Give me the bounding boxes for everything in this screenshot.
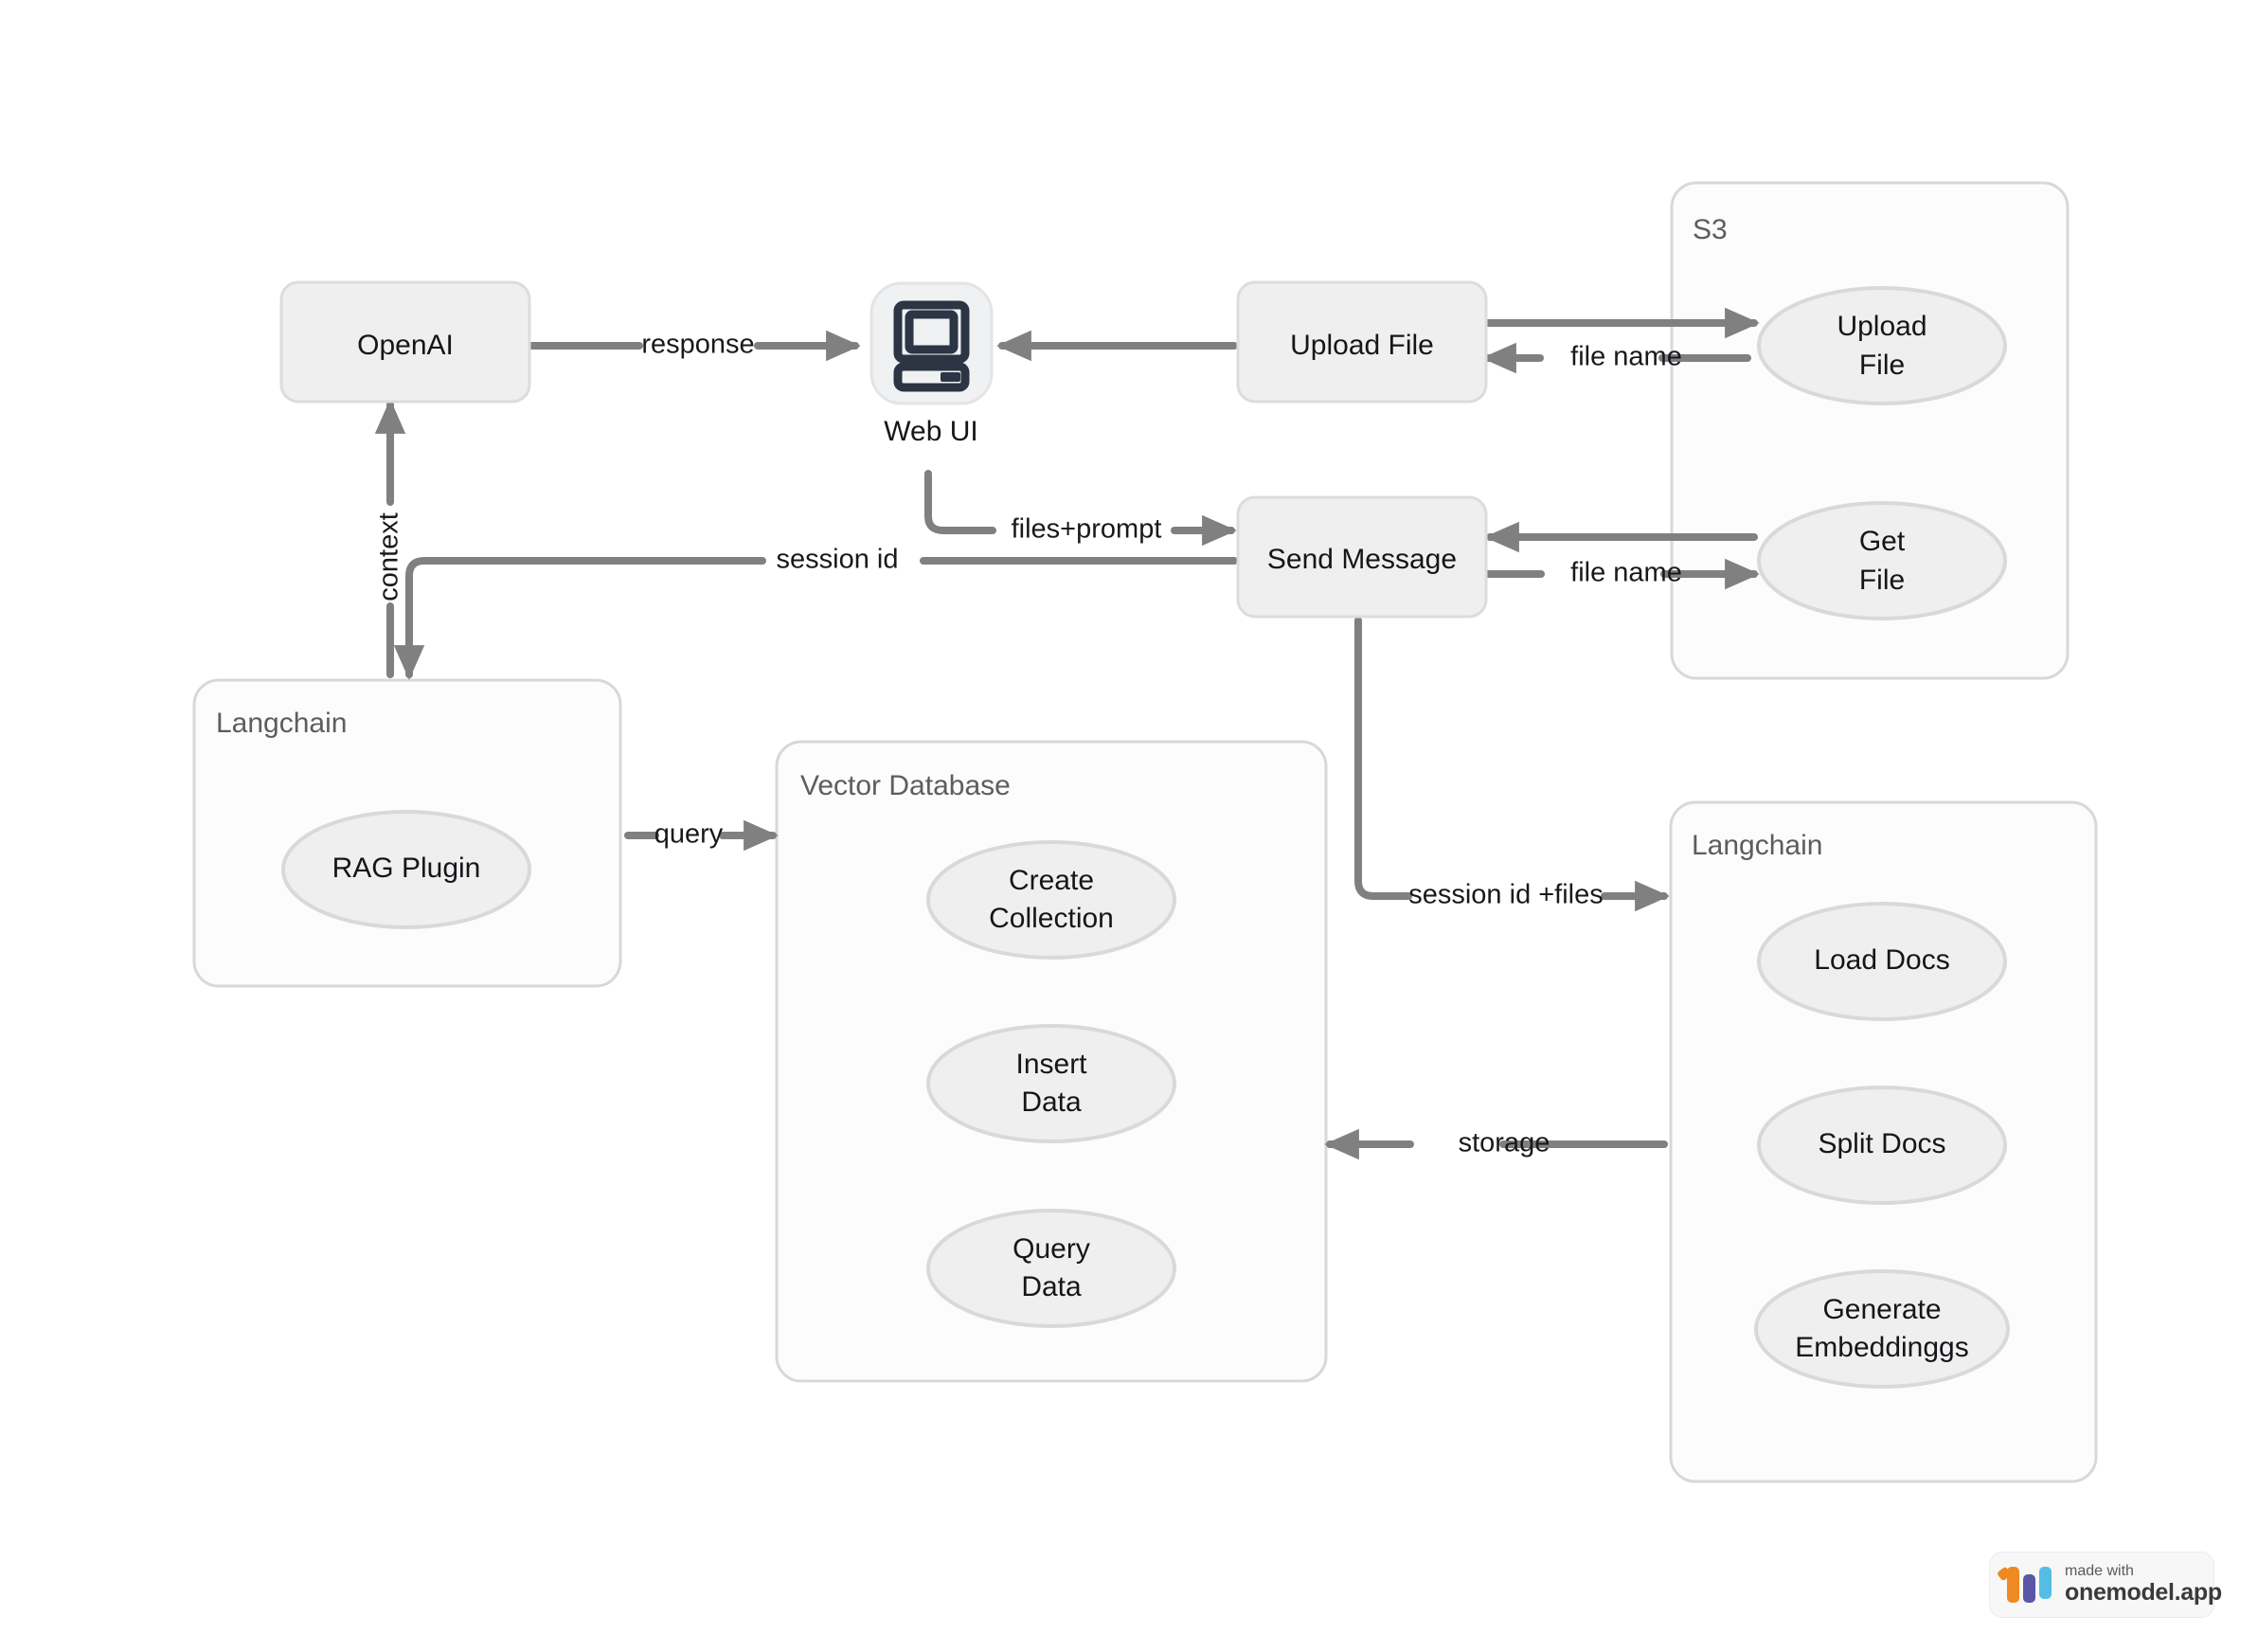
edge-filename-get: file name	[1483, 558, 1760, 590]
node-generate-embeddings-ellipse	[1754, 1269, 2010, 1389]
group-vector-database-label: Vector Database	[800, 770, 1011, 801]
node-generate-embeddings-label-line1: Generate	[1822, 1294, 1941, 1325]
node-query-data-label-line2: Data	[1021, 1271, 1082, 1302]
node-query-data[interactable]: Query Data	[926, 1209, 1176, 1328]
node-split-docs-label: Split Docs	[1818, 1128, 1945, 1159]
node-web-ui-label: Web UI	[884, 416, 977, 447]
node-upload-file[interactable]: Upload File	[1236, 280, 1488, 404]
edge-context: context	[374, 399, 406, 678]
node-query-data-label-line1: Query	[1013, 1233, 1090, 1265]
group-langchain-right-label: Langchain	[1692, 830, 1822, 861]
node-upload-file-label: Upload File	[1290, 330, 1434, 361]
edge-response: response	[527, 330, 861, 362]
node-rag-plugin-ellipse	[281, 810, 531, 929]
node-s3-get-file-label-line1: Get	[1859, 526, 1906, 557]
node-send-message[interactable]: Send Message	[1236, 495, 1488, 619]
node-generate-embeddings-label-line2: Embeddinggs	[1795, 1332, 1968, 1363]
edge-session-id-label: session id	[777, 545, 899, 575]
logo-bar-purple	[2023, 1574, 2035, 1603]
node-send-message-label: Send Message	[1267, 544, 1457, 575]
node-openai-rect	[279, 280, 531, 404]
group-s3-label: S3	[1693, 214, 1728, 245]
node-split-docs[interactable]: Split Docs	[1757, 1086, 2007, 1205]
edge-files-prompt-label: files+prompt	[1012, 514, 1162, 545]
edge-context-label: context	[374, 512, 404, 602]
node-create-collection-label-line2: Collection	[989, 903, 1114, 934]
edge-session-id: session id	[393, 545, 1238, 680]
node-openai[interactable]: OpenAI	[279, 280, 531, 404]
node-query-data-ellipse	[926, 1209, 1176, 1328]
node-send-message-rect	[1236, 495, 1488, 619]
node-insert-data[interactable]: Insert Data	[926, 1024, 1176, 1143]
node-rag-plugin-label: RAG Plugin	[332, 853, 481, 884]
node-generate-embeddings[interactable]: Generate Embeddinggs	[1754, 1269, 2010, 1389]
node-s3-get-file-label-line2: File	[1859, 565, 1905, 596]
edge-storage: storage	[1324, 1128, 1668, 1160]
node-create-collection-ellipse	[926, 840, 1176, 960]
node-load-docs[interactable]: Load Docs	[1757, 902, 2007, 1021]
node-insert-data-ellipse	[926, 1024, 1176, 1143]
edge-filename-upload: file name	[1481, 342, 1751, 374]
edge-session-id-elbow	[405, 557, 766, 657]
node-split-docs-ellipse	[1757, 1086, 2007, 1205]
node-web-ui[interactable]: Web UI	[869, 281, 994, 447]
edge-query-label: query	[654, 819, 724, 850]
logo-bar-blue	[2039, 1567, 2052, 1599]
node-s3-upload-file-ellipse	[1757, 286, 2007, 405]
group-langchain-left-label: Langchain	[216, 708, 347, 739]
node-s3-get-file[interactable]: Get File	[1757, 501, 2007, 620]
node-rag-plugin[interactable]: RAG Plugin	[281, 810, 531, 929]
node-s3-upload-file[interactable]: Upload File	[1757, 286, 2007, 405]
node-upload-file-rect	[1236, 280, 1488, 404]
node-insert-data-label-line1: Insert	[1015, 1049, 1087, 1080]
node-s3-upload-file-label-line1: Upload	[1837, 311, 1926, 342]
edge-filename-get-label: file name	[1570, 558, 1682, 588]
edge-session-files-label: session id +files	[1408, 880, 1604, 910]
edge-files-prompt: files+prompt	[924, 470, 1237, 547]
edge-response-label: response	[641, 330, 754, 360]
node-s3-get-file-ellipse	[1757, 501, 2007, 620]
edge-filename-upload-label: file name	[1570, 342, 1682, 372]
onemodel-watermark-badge[interactable]: made with onemodel.app	[1989, 1552, 2222, 1618]
node-create-collection[interactable]: Create Collection	[926, 840, 1176, 960]
desktop-computer-icon	[893, 300, 970, 392]
node-load-docs-label: Load Docs	[1814, 944, 1949, 976]
edge-files-prompt-elbow	[924, 470, 996, 534]
node-insert-data-label-line2: Data	[1021, 1086, 1082, 1118]
watermark-text: made with onemodel.app	[2065, 1563, 2222, 1607]
node-create-collection-label-line1: Create	[1009, 865, 1094, 896]
node-s3-upload-file-label-line2: File	[1859, 350, 1905, 381]
watermark-brand: onemodel.app	[2065, 1579, 2222, 1607]
logo-bar-one	[2007, 1567, 2019, 1603]
watermark-made-with: made with	[2065, 1563, 2134, 1580]
node-openai-label: OpenAI	[357, 330, 454, 361]
onemodel-logo-icon	[2007, 1567, 2052, 1603]
edge-storage-label: storage	[1459, 1128, 1550, 1158]
edge-query: query	[624, 819, 779, 852]
edge-session-files: session id +files	[1354, 617, 1670, 912]
node-load-docs-ellipse	[1757, 902, 2007, 1021]
edge-session-files-elbow	[1354, 617, 1412, 900]
